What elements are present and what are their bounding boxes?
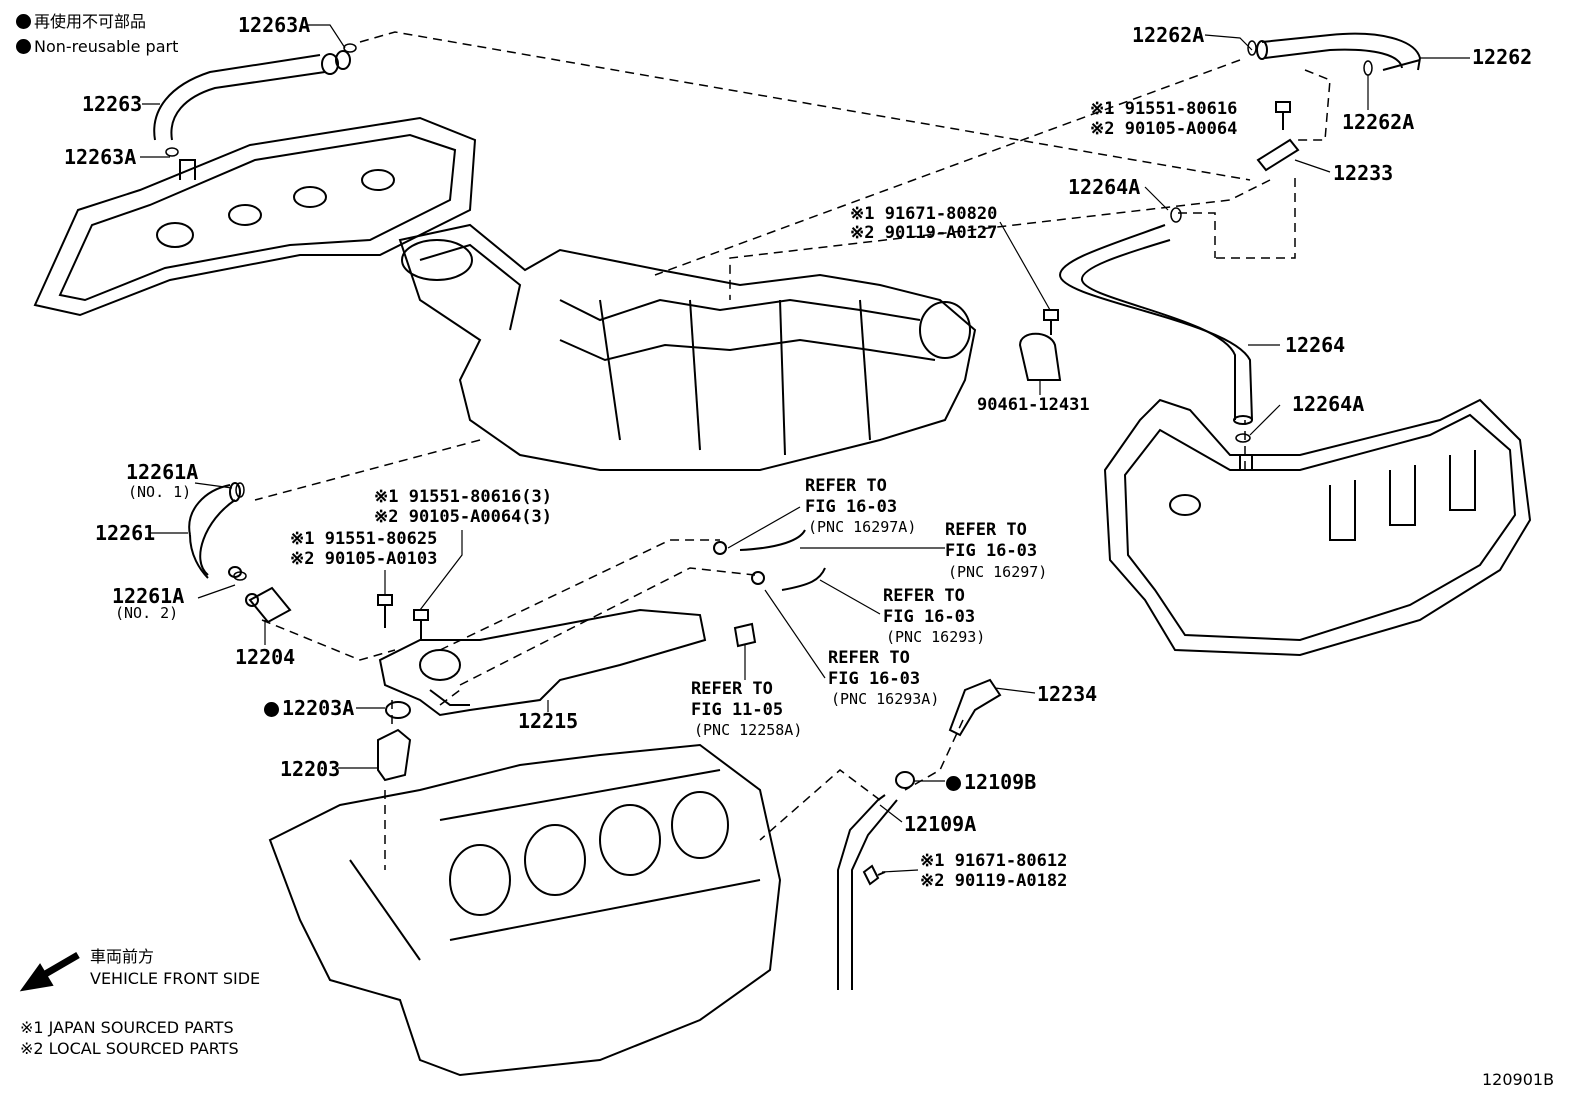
label-bolt-90105-A0103: ※2 90105-A0103 xyxy=(290,549,438,569)
label-12264A-bottom: 12264A xyxy=(1292,392,1365,416)
label-bolt-90105-A0064-3: ※2 90105-A0064(3) xyxy=(374,507,553,527)
label-12261A-no1: 12261A xyxy=(126,460,199,484)
legend-non-reusable-jp: 再使用不可部品 xyxy=(16,12,146,32)
label-12262A-top: 12262A xyxy=(1132,23,1205,47)
refer-5-line-b: FIG 11-05 xyxy=(691,700,784,720)
intake-manifold-drawing xyxy=(398,223,977,471)
label-12261: 12261 xyxy=(95,521,156,545)
refer-3-line-b: FIG 16-03 xyxy=(883,607,976,627)
label-bolt-90119-A0182: ※2 90119-A0182 xyxy=(920,871,1068,891)
non-reusable-dot-icon xyxy=(946,776,961,791)
oring-12109b-drawing xyxy=(895,771,915,789)
label-12263A-top: 12263A xyxy=(238,13,311,37)
label-bolt-90119-A0127: ※2 90119-A0127 xyxy=(850,223,998,243)
cylinder-block-drawing xyxy=(268,743,782,1077)
label-90461-12431: 90461-12431 xyxy=(977,395,1090,415)
label-12264: 12264 xyxy=(1285,333,1346,357)
label-12203A-text: 12203A xyxy=(282,696,355,720)
label-12263: 12263 xyxy=(82,92,143,116)
guide-12109a-drawing xyxy=(837,794,898,990)
note-japan-sourced: ※1 JAPAN SOURCED PARTS xyxy=(20,1018,234,1037)
label-12264A-top: 12264A xyxy=(1068,175,1141,199)
legend-text-jp: 再使用不可部品 xyxy=(34,12,147,31)
label-12215: 12215 xyxy=(518,709,579,733)
vehicle-front-en: VEHICLE FRONT SIDE xyxy=(90,969,261,988)
connector-12233-drawing xyxy=(1256,138,1300,172)
pcv-valve-12204-drawing xyxy=(245,586,292,624)
refer-3-line-c: (PNC 16293) xyxy=(886,628,986,646)
label-12262: 12262 xyxy=(1472,45,1533,69)
legend-non-reusable-en: Non-reusable part xyxy=(16,37,178,57)
refer-1-line-c: (PNC 16297A) xyxy=(808,518,917,536)
label-bolt-90105-A0064: ※2 90105-A0064 xyxy=(1090,119,1238,139)
label-12263A-bottom: 12263A xyxy=(64,145,137,169)
refer-4-line-a: REFER TO xyxy=(828,648,910,668)
diagram-code: 120901B xyxy=(1482,1070,1555,1089)
label-12233: 12233 xyxy=(1333,161,1394,185)
non-reusable-dot-icon xyxy=(16,14,31,29)
non-reusable-dot-icon xyxy=(264,702,279,717)
label-12109B: 12109B xyxy=(946,771,1036,793)
valve-cover-right-drawing xyxy=(1103,398,1532,657)
gasket-12203a-drawing xyxy=(385,701,411,719)
hose-ref-16293-drawing xyxy=(781,567,826,591)
dipstick-12234-drawing xyxy=(948,678,1002,737)
vehicle-front-jp: 車両前方 xyxy=(90,947,155,966)
connection-lines xyxy=(254,31,1331,870)
valve-cover-left-drawing xyxy=(33,116,477,317)
label-bolt-91551-80616-3: ※1 91551-80616(3) xyxy=(374,487,553,507)
hose-12261-drawing xyxy=(188,482,242,579)
clips-drawing xyxy=(165,40,1373,581)
hose-12263-drawing xyxy=(153,50,351,141)
label-12204: 12204 xyxy=(235,645,296,669)
hose-12262-drawing xyxy=(1256,32,1422,71)
pipe-12203-drawing xyxy=(377,728,412,782)
oil-separator-12215-drawing xyxy=(378,608,707,717)
label-12261A-no2: 12261A xyxy=(112,584,185,608)
refer-4-line-b: FIG 16-03 xyxy=(828,669,921,689)
hose-ref-16297-drawing xyxy=(739,529,806,551)
label-12109A: 12109A xyxy=(904,812,977,836)
label-bolt-91671-80820: ※1 91671-80820 xyxy=(850,204,998,224)
refer-2-line-a: REFER TO xyxy=(945,520,1027,540)
vehicle-front-arrow-head xyxy=(19,963,54,992)
refer-2-line-b: FIG 16-03 xyxy=(945,541,1038,561)
non-reusable-dot-icon xyxy=(16,39,31,54)
refer-2-line-c: (PNC 16297) xyxy=(948,563,1048,581)
hose-12264-drawing xyxy=(1058,224,1253,425)
label-12203A: 12203A xyxy=(264,697,354,719)
legend-text-en: Non-reusable part xyxy=(34,37,179,56)
refer-1-line-b: FIG 16-03 xyxy=(805,497,898,517)
label-12234: 12234 xyxy=(1037,682,1098,706)
bolts-drawing xyxy=(377,101,1291,886)
leader-lines xyxy=(140,24,1470,873)
refer-1-line-a: REFER TO xyxy=(805,476,887,496)
clamp-90461-drawing xyxy=(1018,332,1062,381)
label-no2: (NO. 2) xyxy=(115,604,179,622)
refer-5-line-a: REFER TO xyxy=(691,679,773,699)
refer-4-line-c: (PNC 16293A) xyxy=(831,690,940,708)
note-local-sourced: ※2 LOCAL SOURCED PARTS xyxy=(20,1039,239,1058)
label-12203: 12203 xyxy=(280,757,341,781)
plug-12258a-drawing xyxy=(733,622,757,648)
label-bolt-91551-80616: ※1 91551-80616 xyxy=(1090,99,1238,119)
label-bolt-91671-80612: ※1 91671-80612 xyxy=(920,851,1068,871)
refer-3-line-a: REFER TO xyxy=(883,586,965,606)
label-no1: (NO. 1) xyxy=(128,483,192,501)
label-12109B-text: 12109B xyxy=(964,770,1037,794)
label-bolt-91551-80625: ※1 91551-80625 xyxy=(290,529,438,549)
label-12262A-right: 12262A xyxy=(1342,110,1415,134)
refer-5-line-c: (PNC 12258A) xyxy=(694,721,803,739)
